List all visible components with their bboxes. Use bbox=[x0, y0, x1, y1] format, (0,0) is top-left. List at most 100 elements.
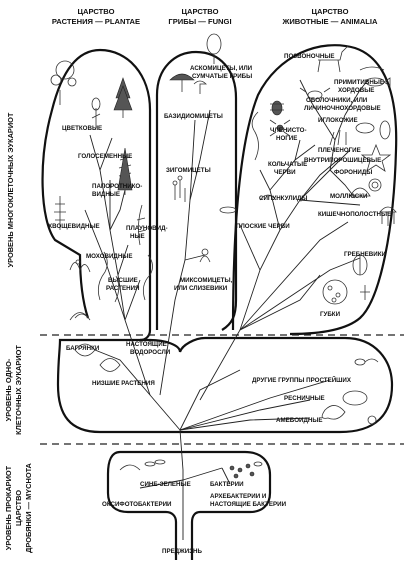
label-basidiomycetes: БАЗИДИОМИЦЕТЫ bbox=[164, 113, 223, 120]
label-myxomycetes-line2: ИЛИ СЛИЗЕВИКИ bbox=[174, 285, 228, 292]
bryozoan-sketch bbox=[329, 129, 347, 146]
brachiopod-sketch bbox=[355, 122, 375, 134]
starfish-sketch bbox=[360, 143, 392, 172]
label-higher-plants-line2: РАСТЕНИЯ bbox=[106, 285, 140, 292]
level-unicellular-label-line1: УРОВЕНЬ ОДНО- bbox=[4, 358, 13, 421]
label-tunicates-line1: ОБОЛОЧНИКИ, ИЛИ bbox=[306, 97, 368, 104]
label-myxomycetes-line1: МИКСОМИЦЕТЫ, bbox=[180, 277, 233, 284]
label-true-algae-line2: ВОДОРОСЛИ bbox=[130, 349, 171, 356]
label-ascomycetes-line2: СУМЧАТЫЕ ГРИБЫ bbox=[192, 73, 252, 80]
plants-kingdom-header-line1: ЦАРСТВО bbox=[77, 7, 114, 16]
label-annelids-line1: КОЛЬЧАТЫЕ bbox=[268, 161, 307, 168]
cyanobacteria-sketch bbox=[119, 464, 141, 471]
fern-sketch bbox=[117, 147, 133, 195]
label-sipunculids: СИПУНКУЛИДЫ bbox=[259, 195, 307, 202]
lower-plant-sketch bbox=[69, 312, 91, 321]
label-coelenterates: КИШЕЧНОПОЛОСТНЫЕ bbox=[318, 211, 391, 218]
label-lower-plants: НИЗШИЕ РАСТЕНИЯ bbox=[92, 380, 155, 387]
small-mushroom-sketch bbox=[193, 80, 207, 94]
unicellular-outline bbox=[56, 336, 394, 434]
morel-sketch bbox=[206, 33, 222, 64]
mold-sketch bbox=[172, 175, 186, 202]
animals-kingdom-header-line1: ЦАРСТВО bbox=[311, 7, 348, 16]
label-molluscs: МОЛЛЮСКИ bbox=[330, 193, 368, 200]
plant-sketches bbox=[50, 60, 153, 321]
jellyfish-sketch bbox=[379, 206, 397, 226]
horsetail-sketch bbox=[54, 196, 66, 230]
zebra-sketch bbox=[317, 45, 349, 73]
pine-sketch bbox=[113, 77, 133, 118]
bacteria-cluster-sketch bbox=[229, 461, 263, 479]
worm-sketch bbox=[251, 111, 259, 161]
protist-sketches bbox=[74, 343, 379, 425]
label-mosses: МОХОВИДНЫЕ bbox=[86, 253, 133, 260]
label-red-algae: БАГРЯНКИ bbox=[66, 345, 100, 352]
foraminifera-sketch bbox=[367, 415, 377, 425]
level-prokaryote-label-line1: УРОВЕНЬ ПРОКАРИОТ bbox=[4, 465, 13, 550]
label-ferns-line1: ПАПОРОТНИКО- bbox=[92, 183, 142, 190]
label-brachiopods: ПЛЕЧЕНОГИЕ bbox=[318, 147, 361, 154]
flatworm-sketch bbox=[219, 206, 237, 214]
ciliate-sketch bbox=[342, 390, 368, 406]
animals-kingdom-outline bbox=[231, 44, 398, 336]
seaweed-sketch bbox=[142, 254, 153, 301]
label-bryozoa: ВНУТРИПОРОШИЦЕВЫЕ bbox=[304, 157, 381, 164]
label-sponges: ГУБКИ bbox=[320, 311, 341, 318]
spider-sketch bbox=[269, 119, 291, 137]
slime-mold-sketch bbox=[199, 248, 211, 263]
level-multicellular-label: УРОВЕНЬ МНОГОКЛЕТОЧНЫХ ЭУКАРИОТ bbox=[6, 112, 15, 267]
label-amoebae: АМЕБОИДНЫЕ bbox=[276, 417, 323, 424]
label-bacteria: БАКТЕРИИ bbox=[210, 481, 244, 488]
prokaryote-sketches bbox=[119, 459, 263, 479]
coral-sketch bbox=[360, 285, 370, 300]
label-primitive-chordates-line1: ПРИМИТИВНЫЕ bbox=[334, 79, 384, 86]
label-vertebrates: ПОЗВОНОЧНЫЕ bbox=[284, 53, 335, 60]
sipunculid-sketch bbox=[259, 194, 277, 201]
label-arthropods-line2: НОГИЕ bbox=[276, 135, 297, 142]
label-flowering: ЦВЕТКОВЫЕ bbox=[62, 125, 102, 132]
shell-sketch bbox=[349, 187, 371, 197]
tulip-sketch bbox=[91, 97, 101, 128]
tunicate-sketch bbox=[379, 120, 391, 140]
sponge-sketch bbox=[322, 279, 348, 305]
label-higher-plants-line1: ВЫСШИЕ bbox=[108, 277, 138, 284]
label-ctenophores: ГРЕБНЕВИКИ bbox=[344, 251, 386, 258]
label-echinoderms: ИГЛОКОЖИЕ bbox=[318, 117, 358, 124]
fungi-kingdom-header-line2: ГРИБЫ — FUNGI bbox=[168, 17, 231, 26]
label-oxyphotobacteria: ОКСИФОТОБАКТЕРИИ bbox=[102, 501, 172, 508]
beetle-sketch bbox=[270, 100, 284, 116]
animals-kingdom-header-line2: ЖИВОТНЫЕ — ANIMALIA bbox=[281, 17, 378, 26]
snail-sketch bbox=[368, 178, 382, 192]
label-archaebacteria-line2: НАСТОЯЩИЕ БАКТЕРИИ bbox=[210, 501, 287, 508]
moss-sketch bbox=[69, 259, 91, 273]
branch-lines bbox=[84, 79, 369, 540]
label-zygomycetes: ЗИГОМИЦЕТЫ bbox=[166, 167, 211, 174]
label-gymnosperms: ГОЛОСЕМЕННЫЕ bbox=[78, 153, 132, 160]
label-arthropods-line1: ЧЛЕНИСТО- bbox=[270, 127, 307, 134]
alga-cell-sketch bbox=[99, 358, 121, 372]
rod-bacteria-sketch bbox=[144, 459, 166, 467]
label-ascomycetes-line1: АСКОМИЦЕТЫ, ИЛИ bbox=[190, 65, 253, 72]
ctenophore-sketch bbox=[352, 254, 368, 276]
label-true-algae-line1: НАСТОЯЩИЕ bbox=[126, 341, 167, 348]
animal-sketches bbox=[219, 45, 397, 305]
label-lycopods-line2: НЫЕ bbox=[130, 233, 145, 240]
label-ciliates: РЕСНИЧНЫЕ bbox=[284, 395, 325, 402]
label-annelids-line2: ЧЕРВИ bbox=[274, 169, 296, 176]
label-ferns-line2: ВИДНЫЕ bbox=[92, 191, 120, 198]
mushroom-sketch bbox=[169, 73, 195, 92]
level-prokaryote-label-line2: ЦАРСТВО bbox=[14, 490, 23, 526]
label-archaebacteria-line1: АРХЕБАКТЕРИИ И bbox=[210, 493, 267, 500]
label-other-protists: ДРУГИЕ ГРУППЫ ПРОСТЕЙШИХ bbox=[252, 376, 352, 384]
fungi-sketches bbox=[169, 33, 222, 263]
label-blue-green: СИНЕ-ЗЕЛЕНЫЕ bbox=[140, 481, 191, 488]
level-prokaryote-label-line3: ДРОБЯНКИ — MYCHOTA bbox=[24, 462, 33, 552]
plants-kingdom-outline bbox=[41, 48, 152, 342]
flower-sketch bbox=[50, 60, 77, 105]
label-phoronids: ФОРОНИДЫ bbox=[334, 169, 372, 176]
label-lycopods-line1: ПЛАУНОВИД- bbox=[126, 225, 168, 232]
prokaryote-outline bbox=[106, 450, 272, 560]
amoeba-sketch bbox=[321, 405, 346, 420]
